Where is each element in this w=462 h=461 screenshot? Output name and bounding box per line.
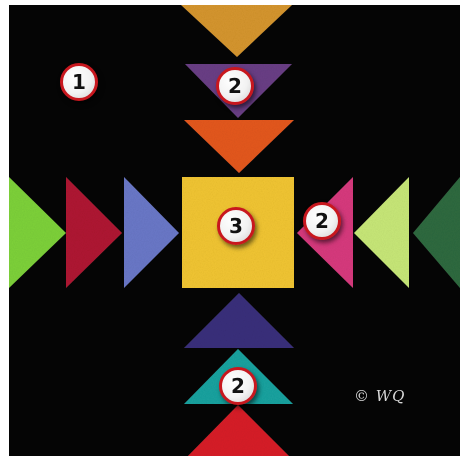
- badge-background-1: 1: [60, 63, 98, 101]
- red-triangle-left: [66, 177, 122, 288]
- gold-triangle: [181, 5, 292, 57]
- lime-triangle-right: [354, 177, 409, 288]
- badge-right-triangle-2: 2: [303, 202, 341, 240]
- orange-triangle: [184, 120, 294, 173]
- red-triangle-bottom: [184, 405, 293, 456]
- quilt-block: 1 2 3 2 2 © WQ: [9, 5, 460, 456]
- darkgreen-triangle-right: [413, 177, 460, 288]
- indigo-triangle: [184, 293, 294, 348]
- badge-center-square-3: 3: [217, 207, 255, 245]
- badge-top-triangle-2: 2: [216, 67, 254, 105]
- blue-triangle-left: [124, 177, 179, 288]
- quilter-signature: © WQ: [354, 387, 405, 405]
- badge-bottom-triangle-2: 2: [219, 367, 257, 405]
- green-triangle-left: [9, 177, 66, 288]
